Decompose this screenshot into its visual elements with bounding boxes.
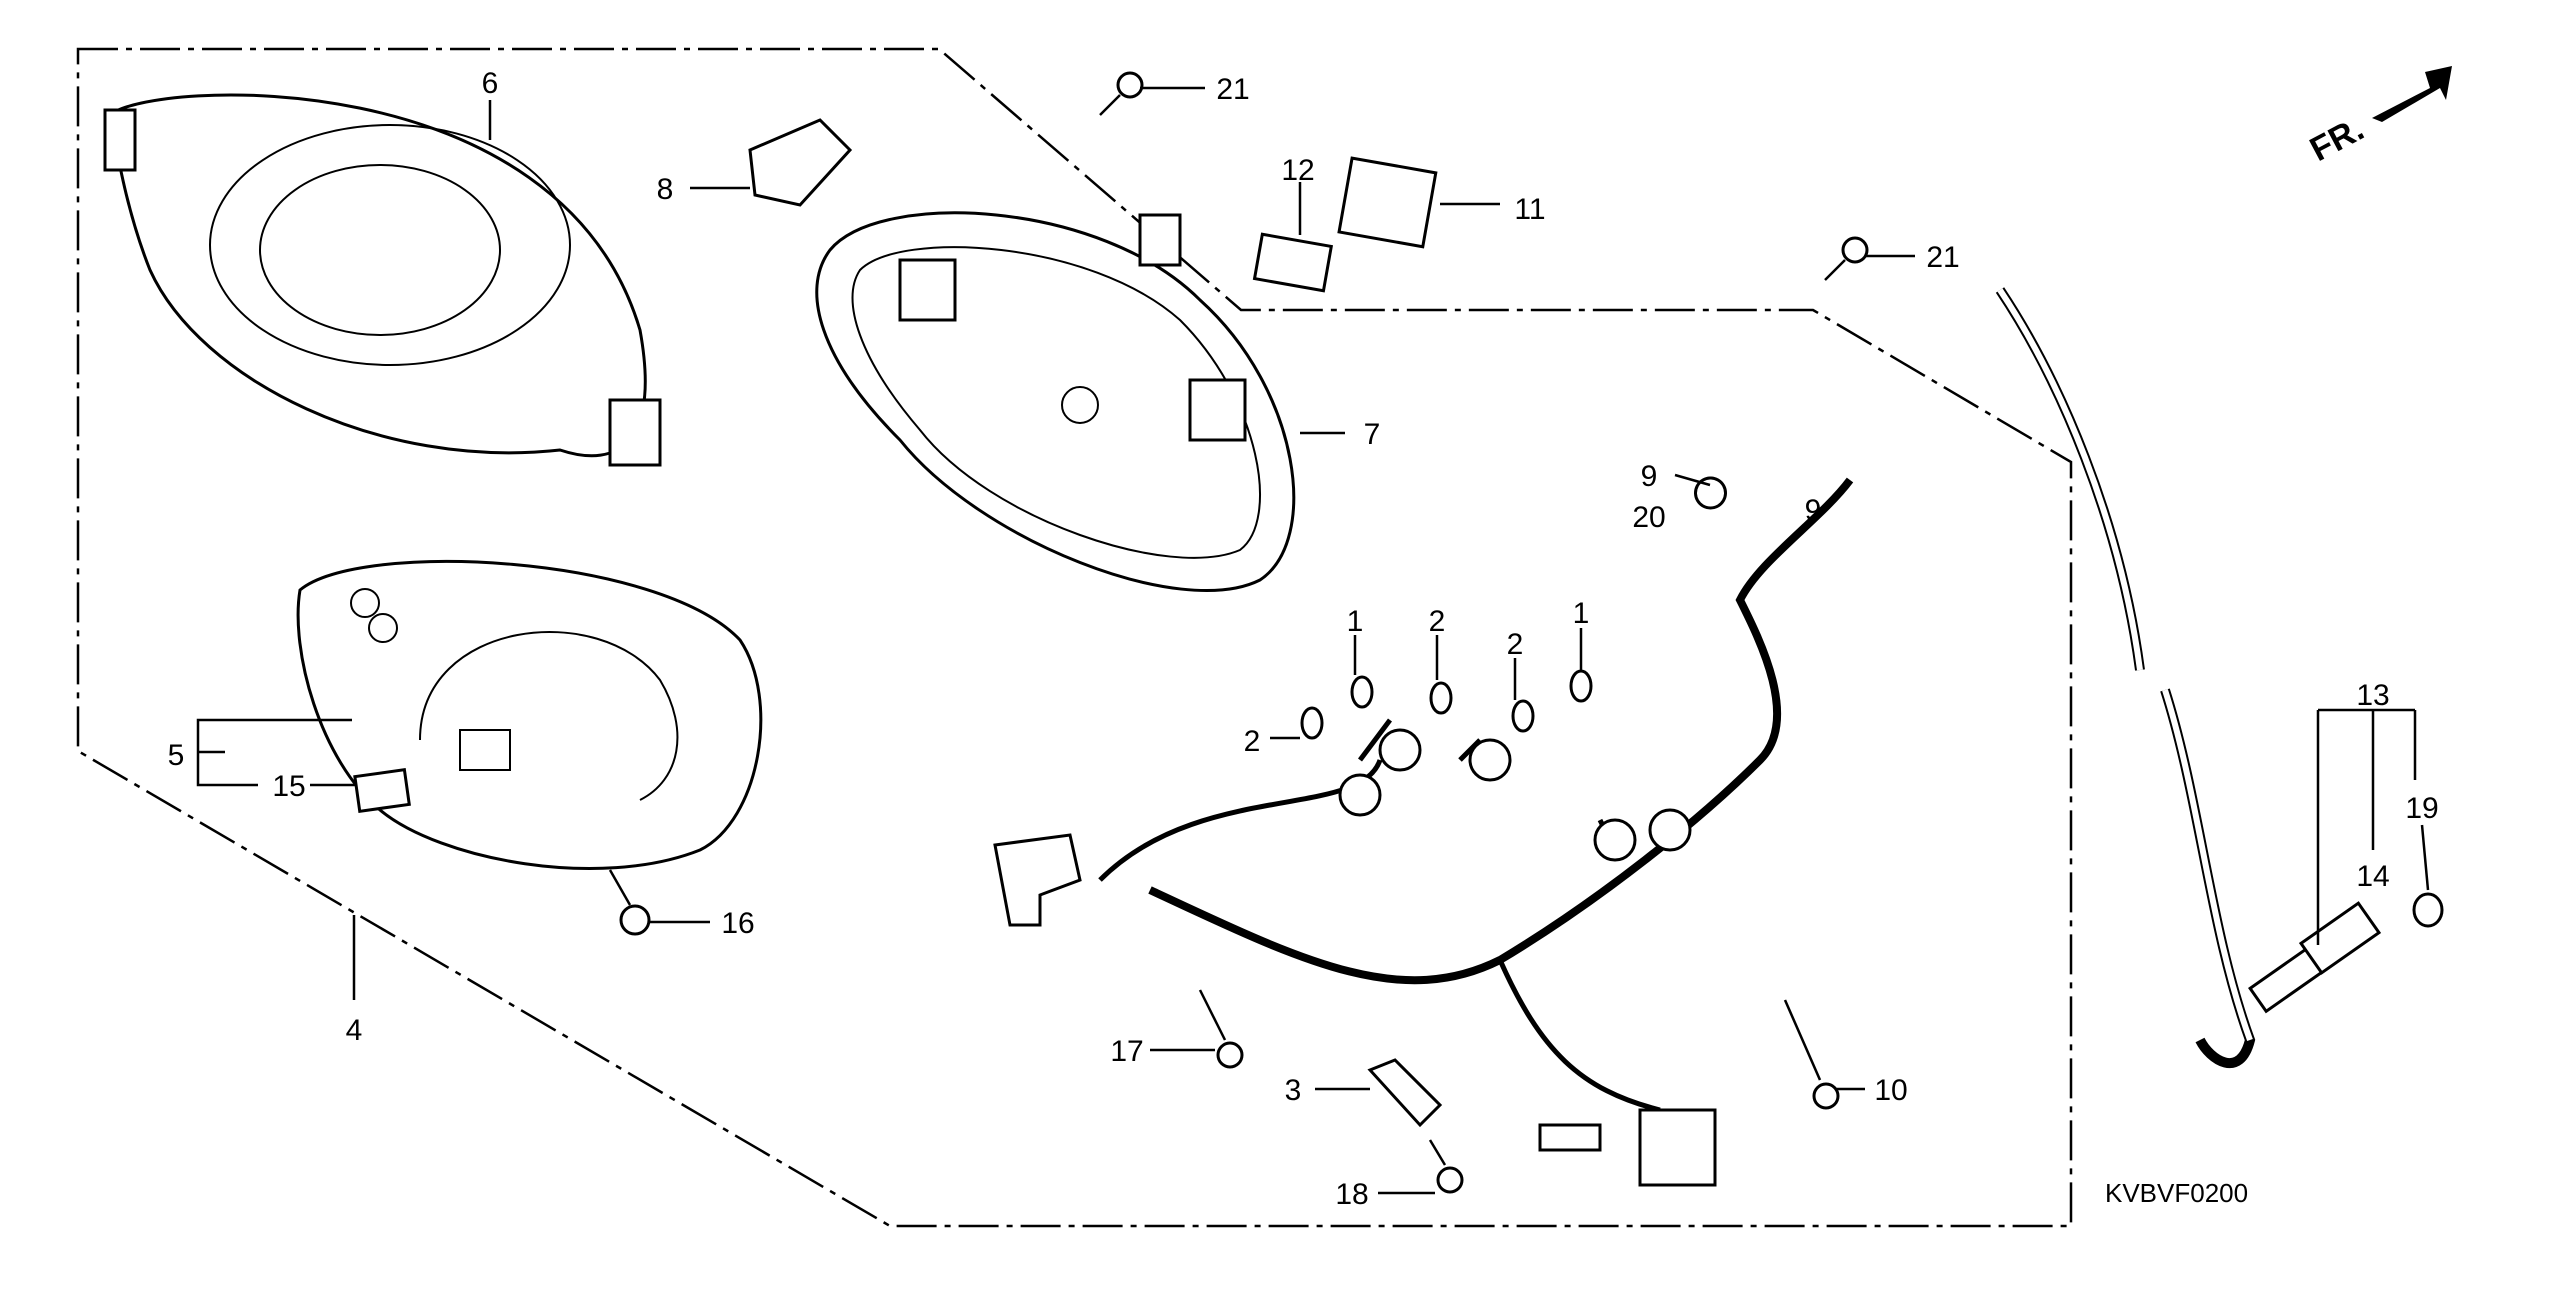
meter-case-part	[815, 211, 1296, 592]
callout-17: 17	[1110, 1035, 1143, 1068]
bulb-part	[1300, 669, 1593, 740]
screw-part	[608, 869, 651, 936]
callout-1: 1	[1573, 597, 1590, 630]
callout-12: 12	[1281, 154, 1314, 187]
callout-2: 2	[1244, 725, 1261, 758]
screw-part	[1783, 999, 1840, 1110]
assembly-border	[76, 47, 2073, 1228]
socket-part	[748, 118, 853, 207]
front-direction-arrow-icon: FR.	[2304, 66, 2452, 169]
callout-2: 2	[1429, 605, 1446, 638]
grommet-part	[1694, 476, 1727, 510]
callout-16: 16	[721, 907, 754, 940]
callout-1: 1	[1347, 605, 1364, 638]
callout-8: 8	[657, 173, 674, 206]
callout-10: 10	[1874, 1074, 1907, 1107]
wire-harness-part	[993, 477, 1854, 1187]
callout-6: 6	[482, 67, 499, 100]
callout-15: 15	[272, 770, 305, 803]
svg-text:FR.: FR.	[2304, 110, 2370, 169]
meter-panel-part	[296, 559, 763, 871]
callout-9: 9	[1641, 460, 1658, 493]
clamp-part	[1367, 1058, 1443, 1128]
callout-3: 3	[1285, 1074, 1302, 1107]
callout-21: 21	[1926, 241, 1959, 274]
screw-part	[1428, 1139, 1464, 1194]
relay-part	[1337, 156, 1438, 249]
callout-7: 7	[1364, 418, 1381, 451]
screw-part	[1198, 989, 1244, 1069]
speedometer-cable-part	[1995, 287, 2382, 1069]
leader-lines	[196, 86, 2430, 1195]
cap-part	[1252, 232, 1334, 293]
screw-part	[1099, 71, 1144, 116]
callout-13: 13	[2356, 679, 2389, 712]
callout-14: 14	[2356, 860, 2389, 893]
lens-part	[353, 767, 411, 813]
screw-part	[1824, 236, 1869, 281]
diagram-code: KVBVF0200	[2105, 1178, 2248, 1208]
callout-2: 2	[1507, 628, 1524, 661]
callout-21: 21	[1216, 73, 1249, 106]
callout-18: 18	[1335, 1178, 1368, 1211]
o-ring-part	[2412, 892, 2444, 928]
callout-4: 4	[346, 1014, 363, 1047]
callout-11: 11	[1514, 193, 1545, 226]
callout-9: 9	[1805, 494, 1822, 527]
callout-19: 19	[2405, 792, 2438, 825]
callout-5: 5	[168, 739, 185, 772]
callout-20: 20	[1632, 501, 1665, 534]
meter-cover-part	[103, 93, 662, 467]
